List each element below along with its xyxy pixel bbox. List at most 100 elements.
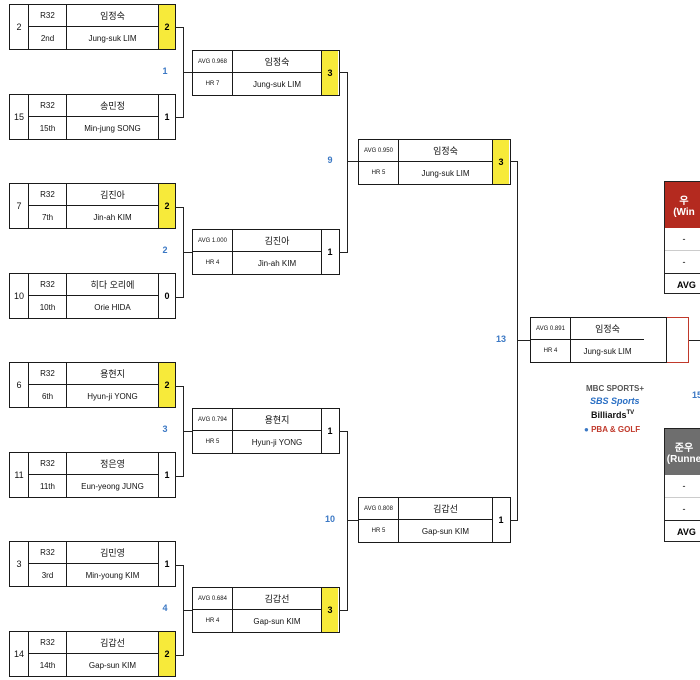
player-name-en: Jung-suk LIM: [233, 73, 322, 95]
avg-value: AVG 0.808: [359, 498, 399, 520]
bracket-line: [175, 207, 184, 208]
hr-value: HR 5: [359, 520, 399, 542]
match-score: 1: [164, 470, 170, 480]
rank-label: 3rd: [29, 564, 67, 586]
player-name-en: Jung-suk LIM: [67, 27, 159, 49]
runner-row-1: -: [665, 475, 700, 498]
bracket-line: [517, 340, 530, 341]
round-label: R32: [29, 542, 67, 564]
seed-number: 2: [10, 5, 29, 49]
rank-label: 10th: [29, 296, 67, 318]
hr-value: HR 4: [531, 340, 571, 362]
player-name-kr: 임정숙: [67, 5, 159, 27]
round-label: R32: [29, 5, 67, 27]
winner-header: 우 (Win: [665, 182, 700, 228]
player-name-kr: 정은영: [67, 453, 159, 475]
player-name-kr: 용현지: [233, 409, 322, 431]
avg-value: AVG 0.794: [193, 409, 233, 431]
player-name-kr: 히다 오리에: [67, 274, 159, 296]
match-number-3: 3: [162, 424, 168, 434]
bracket-line: [510, 520, 518, 521]
billiards-tv-logo: BilliardsTV: [591, 410, 635, 420]
match-score: 1: [164, 559, 170, 569]
player-name-en: Gap-sun KIM: [233, 610, 322, 632]
match-number-2: 2: [162, 245, 168, 255]
winner-row-2: -: [682, 257, 686, 267]
match-number-13: 13: [495, 334, 506, 344]
bracket-line: [183, 610, 192, 611]
match-score: 2: [159, 363, 175, 407]
rank-label: 11th: [29, 475, 67, 497]
player-name-en: Gap-sun KIM: [399, 520, 493, 542]
avg-value: AVG 1.000: [193, 230, 233, 252]
player-name-kr: 임정숙: [233, 51, 322, 73]
bracket-line: [175, 476, 184, 477]
seed-number: 6: [10, 363, 29, 407]
hr-value: HR 4: [193, 610, 233, 632]
player-name-kr: 김갑선: [399, 498, 493, 520]
rank-label: 7th: [29, 206, 67, 228]
match-number-9: 9: [327, 155, 333, 165]
player-name-en: Eun-yeong JUNG: [67, 475, 159, 497]
bracket-line: [175, 655, 184, 656]
match-score: 1: [327, 247, 333, 257]
player-name-en: Jin-ah KIM: [233, 252, 322, 274]
match-score: 2: [159, 632, 175, 676]
bracket-line: [183, 431, 192, 432]
match-score: 3: [322, 51, 338, 95]
rank-label: 6th: [29, 385, 67, 407]
match-number-10: 10: [324, 514, 335, 524]
bracket-line: [175, 27, 184, 28]
round-label: R32: [29, 274, 67, 296]
hr-value: HR 4: [193, 252, 233, 274]
rank-label: 14th: [29, 654, 67, 676]
player-name-kr: 김진아: [67, 184, 159, 206]
rank-label: 2nd: [29, 27, 67, 49]
avg-value: AVG 0.684: [193, 588, 233, 610]
player-name-en: Min-jung SONG: [67, 117, 159, 139]
bracket-line: [339, 431, 348, 432]
player-name-en: Hyun-ji YONG: [67, 385, 159, 407]
avg-value: AVG 0.950: [359, 140, 399, 162]
bracket-line-red: [667, 317, 689, 318]
match-score: 1: [164, 112, 170, 122]
match-score: 1: [498, 515, 504, 525]
player-name-en: Min-young KIM: [67, 564, 159, 586]
round-label: R32: [29, 363, 67, 385]
hr-value: HR 7: [193, 73, 233, 95]
bracket-line: [339, 610, 348, 611]
runner-title-en: (Runne: [666, 454, 700, 465]
seed-number: 11: [10, 453, 29, 497]
seed-number: 15: [10, 95, 29, 139]
player-name-kr: 김민영: [67, 542, 159, 564]
player-name-en: Jung-suk LIM: [399, 162, 493, 184]
runner-row-2: -: [682, 504, 686, 514]
match-score: 1: [327, 426, 333, 436]
bracket-line: [347, 72, 348, 252]
player-name-kr: 송민정: [67, 95, 159, 117]
mbc-sports-logo: MBC SPORTS+: [586, 384, 645, 393]
match-score: 3: [322, 588, 338, 632]
match-score: 2: [159, 184, 175, 228]
bracket-line: [175, 386, 184, 387]
player-name-kr: 임정숙: [571, 318, 644, 340]
bracket-line: [175, 117, 184, 118]
bracket-line-red: [688, 317, 689, 363]
runner-title-kr: 준우: [674, 443, 694, 454]
seed-number: 10: [10, 274, 29, 318]
winner-row-1: -: [665, 228, 700, 251]
winner-box: 우 (Win - - AVG: [664, 181, 700, 294]
avg-value: AVG 0.968: [193, 51, 233, 73]
runner-avg-label: AVG: [665, 520, 700, 541]
